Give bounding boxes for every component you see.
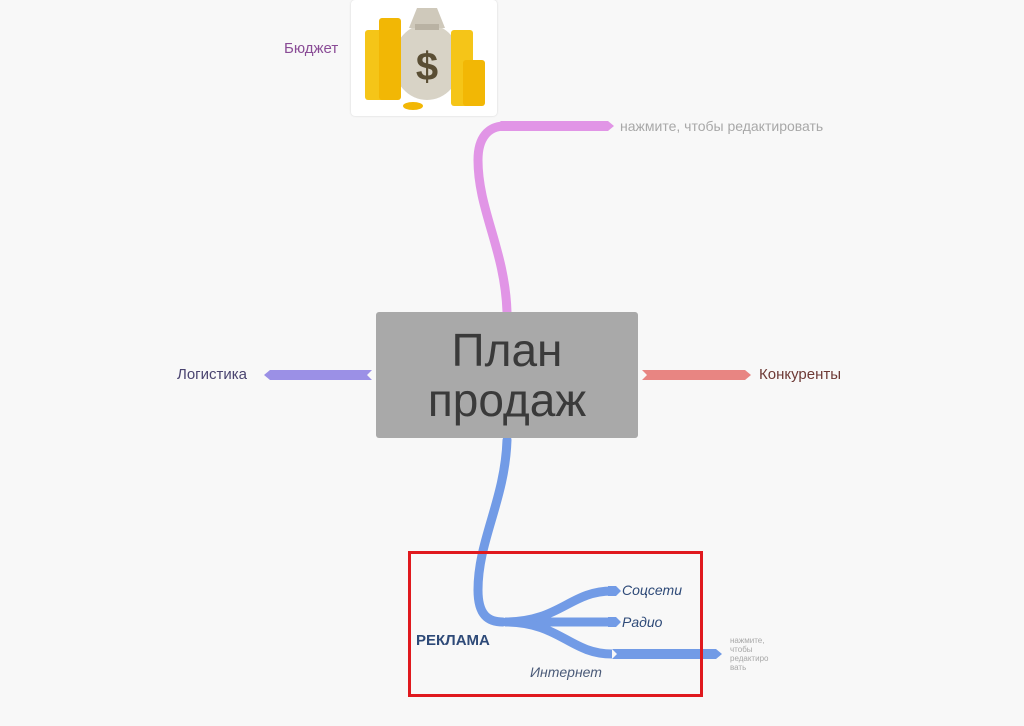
budget-child-link [500, 121, 614, 131]
advertising-node[interactable]: РЕКЛАМА [416, 632, 490, 649]
money-bag-icon: $ [365, 8, 485, 110]
central-topic-line1: План [451, 324, 563, 376]
internet-child-placeholder[interactable]: нажмите, чтобы редактиро вать [730, 636, 769, 672]
advertising-child-radio[interactable]: Радио [622, 614, 663, 630]
central-topic-line2: продаж [427, 374, 587, 426]
logistics-node[interactable]: Логистика [177, 366, 248, 383]
svg-text:$: $ [416, 45, 438, 89]
logistics-link [264, 370, 372, 380]
central-topic[interactable]: План продаж [376, 312, 638, 438]
budget-image[interactable]: $ [351, 0, 497, 116]
budget-node[interactable]: Бюджет [284, 40, 339, 57]
budget-link [473, 121, 512, 317]
highlight-box [408, 551, 703, 697]
advertising-child-socials[interactable]: Соцсети [622, 582, 682, 598]
budget-child-placeholder[interactable]: нажмите, чтобы редактировать [620, 118, 824, 134]
competitors-node[interactable]: Конкуренты [759, 366, 842, 383]
advertising-child-internet[interactable]: Интернет [530, 664, 602, 680]
competitors-link [642, 370, 751, 380]
advertising-link [473, 435, 512, 627]
